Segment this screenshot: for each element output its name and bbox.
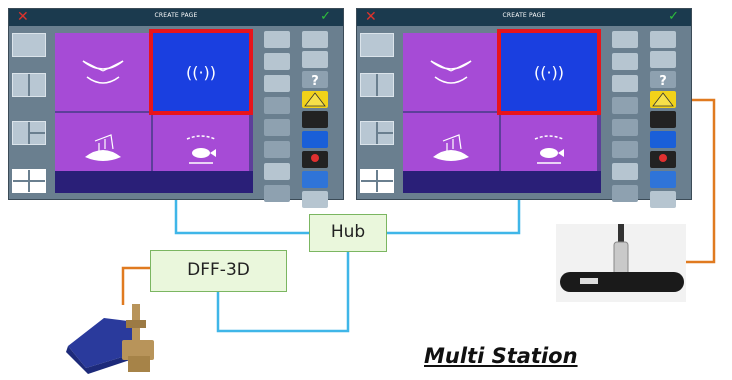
sensor-photo — [556, 224, 686, 302]
page-tiles: ((·)) — [403, 29, 601, 193]
transducer-dff-cable — [121, 266, 150, 305]
settings-icon[interactable] — [302, 191, 328, 208]
layout-single[interactable] — [360, 33, 394, 57]
camera-icon[interactable] — [264, 97, 290, 114]
layout-three-pane[interactable] — [12, 121, 46, 145]
seabed-3d-icon — [433, 134, 469, 161]
svg-text:((·)): ((·)) — [534, 63, 564, 82]
right-display-screen: ✕ CREATE PAGE ✓ ((·)) — [356, 8, 692, 208]
radio-broadcast-icon: ((·)) — [186, 63, 216, 82]
tiles-bottom-bar — [403, 171, 601, 193]
radar-icon[interactable] — [264, 53, 290, 70]
sonar-tile[interactable] — [55, 33, 151, 111]
record-icon[interactable] — [302, 151, 328, 168]
selected-tile-highlight — [149, 29, 253, 115]
close-icon[interactable]: ✕ — [17, 9, 29, 25]
sonar-tile[interactable] — [403, 33, 499, 111]
signal-icon[interactable] — [612, 75, 638, 92]
network-tile[interactable]: ((·)) — [153, 33, 249, 111]
layout-four-pane[interactable] — [360, 169, 394, 193]
link-icon[interactable] — [302, 171, 328, 188]
confirm-check-icon[interactable]: ✓ — [320, 9, 331, 24]
sonar-beam-icon — [430, 60, 472, 84]
engine-icon[interactable] — [264, 141, 290, 158]
thru-hull-transducer-image — [66, 304, 154, 374]
screen-title-bar: ✕ CREATE PAGE ✓ — [9, 9, 343, 26]
gauge-icon[interactable] — [264, 163, 290, 180]
warning-icon[interactable] — [302, 91, 328, 108]
globe-icon[interactable] — [612, 31, 638, 48]
globe-icon[interactable] — [264, 31, 290, 48]
warning-icon[interactable] — [650, 91, 676, 108]
screen-title: CREATE PAGE — [502, 12, 546, 19]
link-icon[interactable] — [650, 171, 676, 188]
layout-three-pane[interactable] — [360, 121, 394, 145]
layout-two-pane[interactable] — [12, 73, 46, 97]
svg-text:?: ? — [659, 74, 667, 88]
record-icon[interactable] — [650, 151, 676, 168]
camera-icon[interactable] — [612, 97, 638, 114]
help-icon[interactable]: ? — [302, 71, 328, 89]
play-icon[interactable] — [612, 119, 638, 136]
media-icon[interactable] — [302, 111, 328, 128]
transducer-photo — [66, 296, 184, 376]
engine-icon[interactable] — [612, 141, 638, 158]
fish-finder-icon — [186, 135, 216, 164]
play-icon[interactable] — [264, 119, 290, 136]
arrow-icon[interactable] — [612, 185, 638, 202]
autopilot-icon[interactable] — [650, 131, 676, 148]
media-icon[interactable] — [650, 111, 676, 128]
settings-icon[interactable] — [650, 191, 676, 208]
dff-3d-box: DFF-3D — [150, 250, 287, 292]
right-screen-hub-cable — [387, 200, 521, 235]
transducer-sensor-image — [556, 224, 686, 302]
seabed-3d-icon — [85, 134, 121, 161]
wind-icon[interactable] — [302, 51, 328, 68]
help-icon[interactable]: ? — [650, 71, 676, 89]
diagram-caption: Multi Station — [424, 344, 578, 368]
signal-icon[interactable] — [264, 75, 290, 92]
dff-hub-cable — [216, 252, 350, 333]
autopilot-icon[interactable] — [302, 131, 328, 148]
layout-four-pane[interactable] — [12, 169, 46, 193]
layout-two-pane[interactable] — [360, 73, 394, 97]
confirm-check-icon[interactable]: ✓ — [668, 9, 679, 24]
screen-title-bar: ✕ CREATE PAGE ✓ — [357, 9, 691, 26]
radio-broadcast-icon: ((·)) — [534, 63, 564, 82]
svg-text:((·)): ((·)) — [186, 63, 216, 82]
selected-tile-highlight — [497, 29, 601, 115]
network-tile[interactable]: ((·)) — [501, 33, 597, 111]
hub-box: Hub — [309, 214, 387, 252]
sonar-beam-icon — [82, 60, 124, 84]
fish-finder-icon — [534, 135, 564, 164]
close-icon[interactable]: ✕ — [365, 9, 377, 25]
page-tiles: ((·)) — [55, 29, 253, 193]
left-screen-hub-cable — [174, 200, 309, 235]
layout-single[interactable] — [12, 33, 46, 57]
gauge-icon[interactable] — [612, 163, 638, 180]
arrow-icon[interactable] — [264, 185, 290, 202]
sensor-screen-cable — [686, 98, 716, 264]
radar-icon[interactable] — [612, 53, 638, 70]
screen-title: CREATE PAGE — [154, 12, 198, 19]
left-display-screen: ✕ CREATE PAGE ✓ ((·)) — [8, 8, 344, 208]
chart-icon[interactable] — [650, 31, 676, 48]
chart-icon[interactable] — [302, 31, 328, 48]
svg-text:?: ? — [311, 74, 319, 88]
wind-icon[interactable] — [650, 51, 676, 68]
tiles-bottom-bar — [55, 171, 253, 193]
